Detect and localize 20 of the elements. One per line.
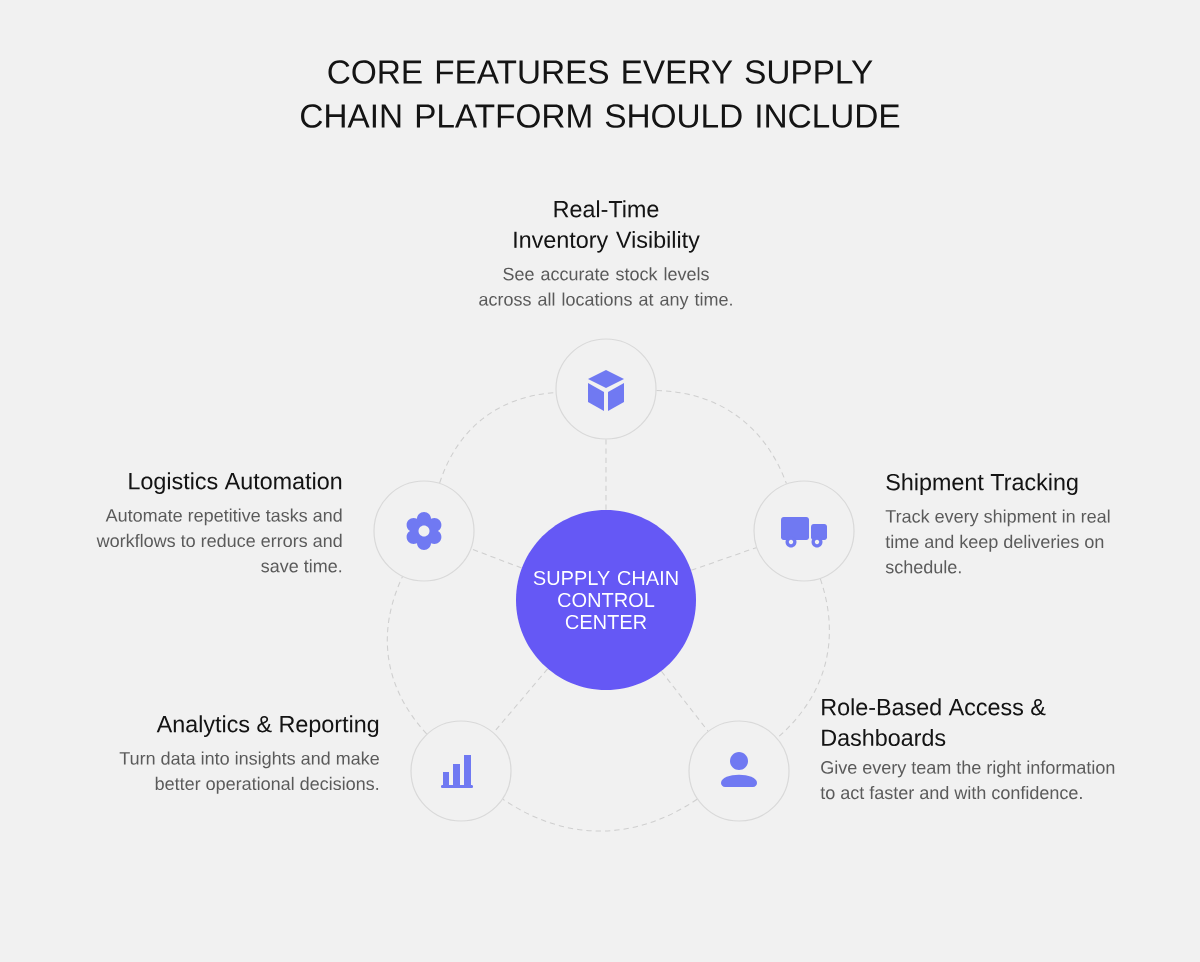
connector-arc	[439, 391, 557, 484]
feature-heading: Analytics & Reporting	[156, 715, 379, 737]
feature-description: See accurate stock levels across all locations at any time.	[479, 267, 732, 310]
title: CORE FEATURES EVERY SUPPLY CHAIN PLATFORM SHOULD INCLUDE	[301, 60, 900, 128]
connector-line	[470, 548, 523, 569]
feature-description: Automate repetitive tasks and workflows to reduce errors and save time.	[96, 508, 342, 573]
feature-heading: Logistics Automation	[129, 472, 342, 494]
connector-line	[493, 668, 549, 733]
feature-heading: Role-Based Access & Dashboards	[822, 698, 1046, 747]
feature-description: Give every team the right information to act faster and with confidence.	[820, 760, 1115, 800]
connector-line	[660, 670, 709, 732]
feature-heading: Shipment Tracking	[886, 473, 1078, 495]
feature-description: Turn data into insights and make better operational decisions.	[119, 751, 379, 794]
connector-line	[690, 547, 757, 571]
connector-arc	[656, 389, 787, 485]
feature-heading: Real-Time Inventory Visibility	[514, 200, 700, 253]
feature-description: Track every shipment in real time and keep deliveries on schedule.	[885, 509, 1110, 574]
connector-arc	[386, 576, 428, 735]
connector-arc	[776, 578, 830, 739]
connector-arc	[502, 798, 698, 832]
